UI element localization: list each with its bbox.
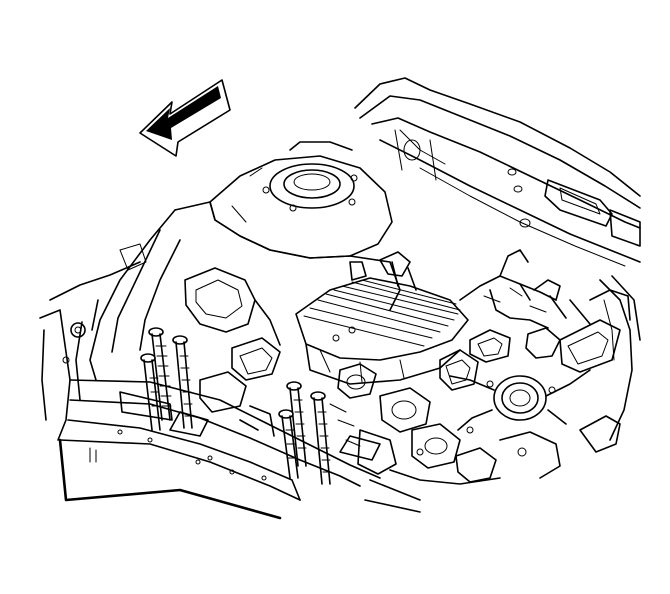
right-fender-edge	[599, 275, 641, 441]
frame-rail	[39, 309, 421, 520]
strut-tower	[209, 141, 393, 259]
mount-bolts-left	[140, 327, 209, 437]
front-of-vehicle-arrow-icon	[139, 79, 231, 157]
intake-manifold	[295, 251, 469, 385]
accessory-cluster	[199, 337, 561, 485]
mount-bolts-center	[278, 381, 381, 485]
wiring-harness-cluster	[439, 249, 591, 391]
throttle-body	[449, 289, 631, 453]
fender-apron	[49, 201, 401, 401]
cowl-panel	[354, 77, 641, 267]
